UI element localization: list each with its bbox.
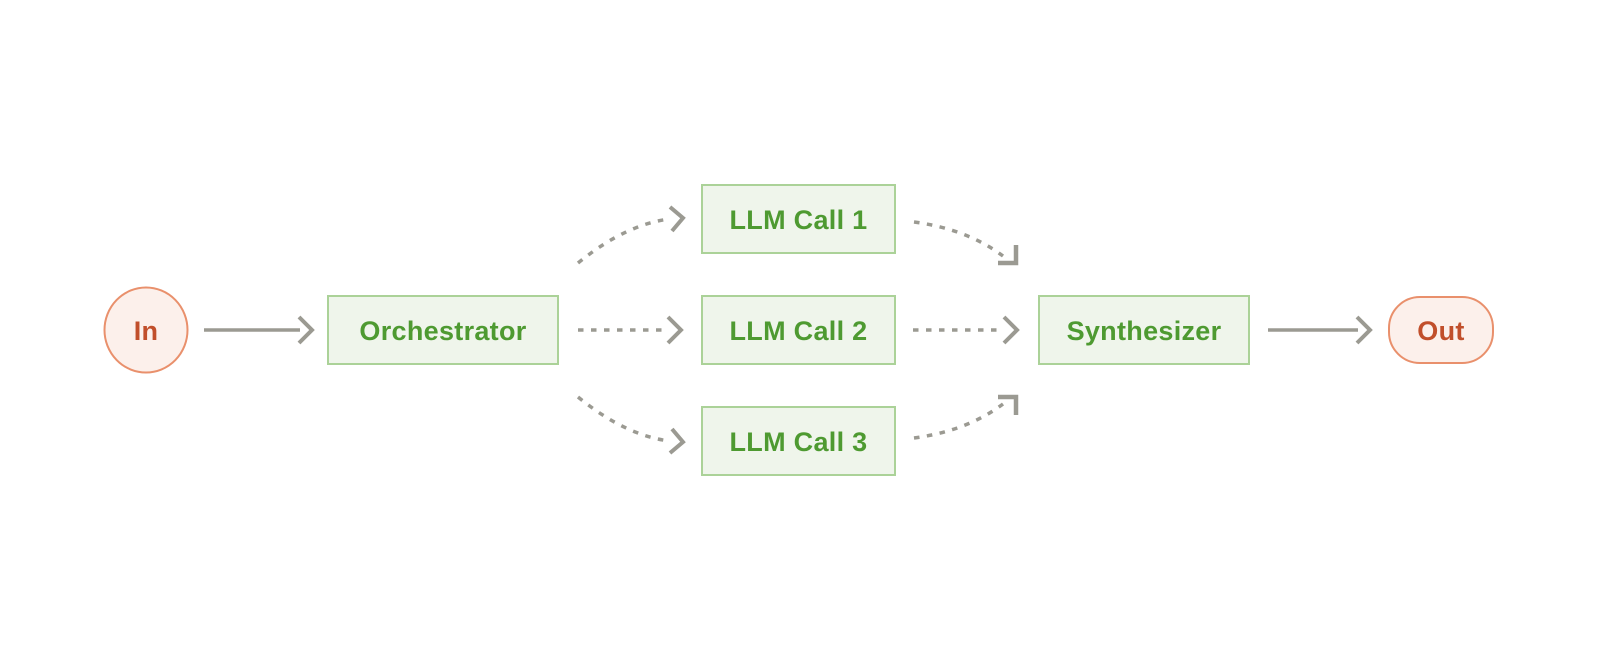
edge-orchestrator-llm1 — [576, 205, 686, 265]
llm-call-2-box — [701, 295, 896, 365]
node-out: Out — [1388, 296, 1494, 364]
edge-curve — [576, 217, 671, 265]
in-circle — [103, 286, 189, 374]
out-label: Out — [1417, 316, 1464, 346]
llm-call-2-label: LLM Call 2 — [729, 316, 867, 346]
out-pill — [1388, 296, 1494, 364]
node-orchestrator: Orchestrator — [327, 295, 559, 365]
edge-llm2-synthesizer — [913, 315, 1020, 345]
llm-call-1-label: LLM Call 1 — [729, 205, 867, 235]
arrowhead-corner-up-icon — [998, 394, 1019, 415]
synthesizer-label: Synthesizer — [1067, 316, 1222, 346]
orchestrator-box — [327, 295, 559, 365]
edge-synthesizer-out — [1268, 315, 1373, 345]
arrowhead-right-icon — [1355, 315, 1373, 345]
arrowhead-corner-down-icon — [998, 245, 1019, 266]
llm-call-1-box — [701, 184, 896, 254]
node-llm-call-3: LLM Call 3 — [701, 406, 896, 476]
edge-curve — [913, 220, 1005, 258]
edge-orchestrator-llm3 — [576, 395, 686, 455]
arrowhead-right-icon — [297, 315, 315, 345]
edge-curve — [576, 395, 671, 443]
arrowhead-down-right-icon — [668, 427, 686, 455]
node-llm-call-1: LLM Call 1 — [701, 184, 896, 254]
arrowhead-right-icon — [1002, 315, 1020, 345]
llm-call-3-label: LLM Call 3 — [729, 427, 867, 457]
edge-curve — [913, 402, 1005, 440]
node-llm-call-2: LLM Call 2 — [701, 295, 896, 365]
arrowhead-up-right-icon — [668, 205, 686, 233]
edge-in-orchestrator — [204, 315, 315, 345]
llm-call-3-box — [701, 406, 896, 476]
node-in: In — [103, 286, 189, 374]
edge-llm3-synthesizer — [913, 394, 1019, 440]
node-synthesizer: Synthesizer — [1038, 295, 1250, 365]
in-label: In — [134, 316, 159, 346]
edge-orchestrator-llm2 — [578, 315, 684, 345]
arrowhead-right-icon — [666, 315, 684, 345]
synthesizer-box — [1038, 295, 1250, 365]
edge-llm1-synthesizer — [913, 220, 1019, 266]
orchestrator-label: Orchestrator — [359, 316, 526, 346]
